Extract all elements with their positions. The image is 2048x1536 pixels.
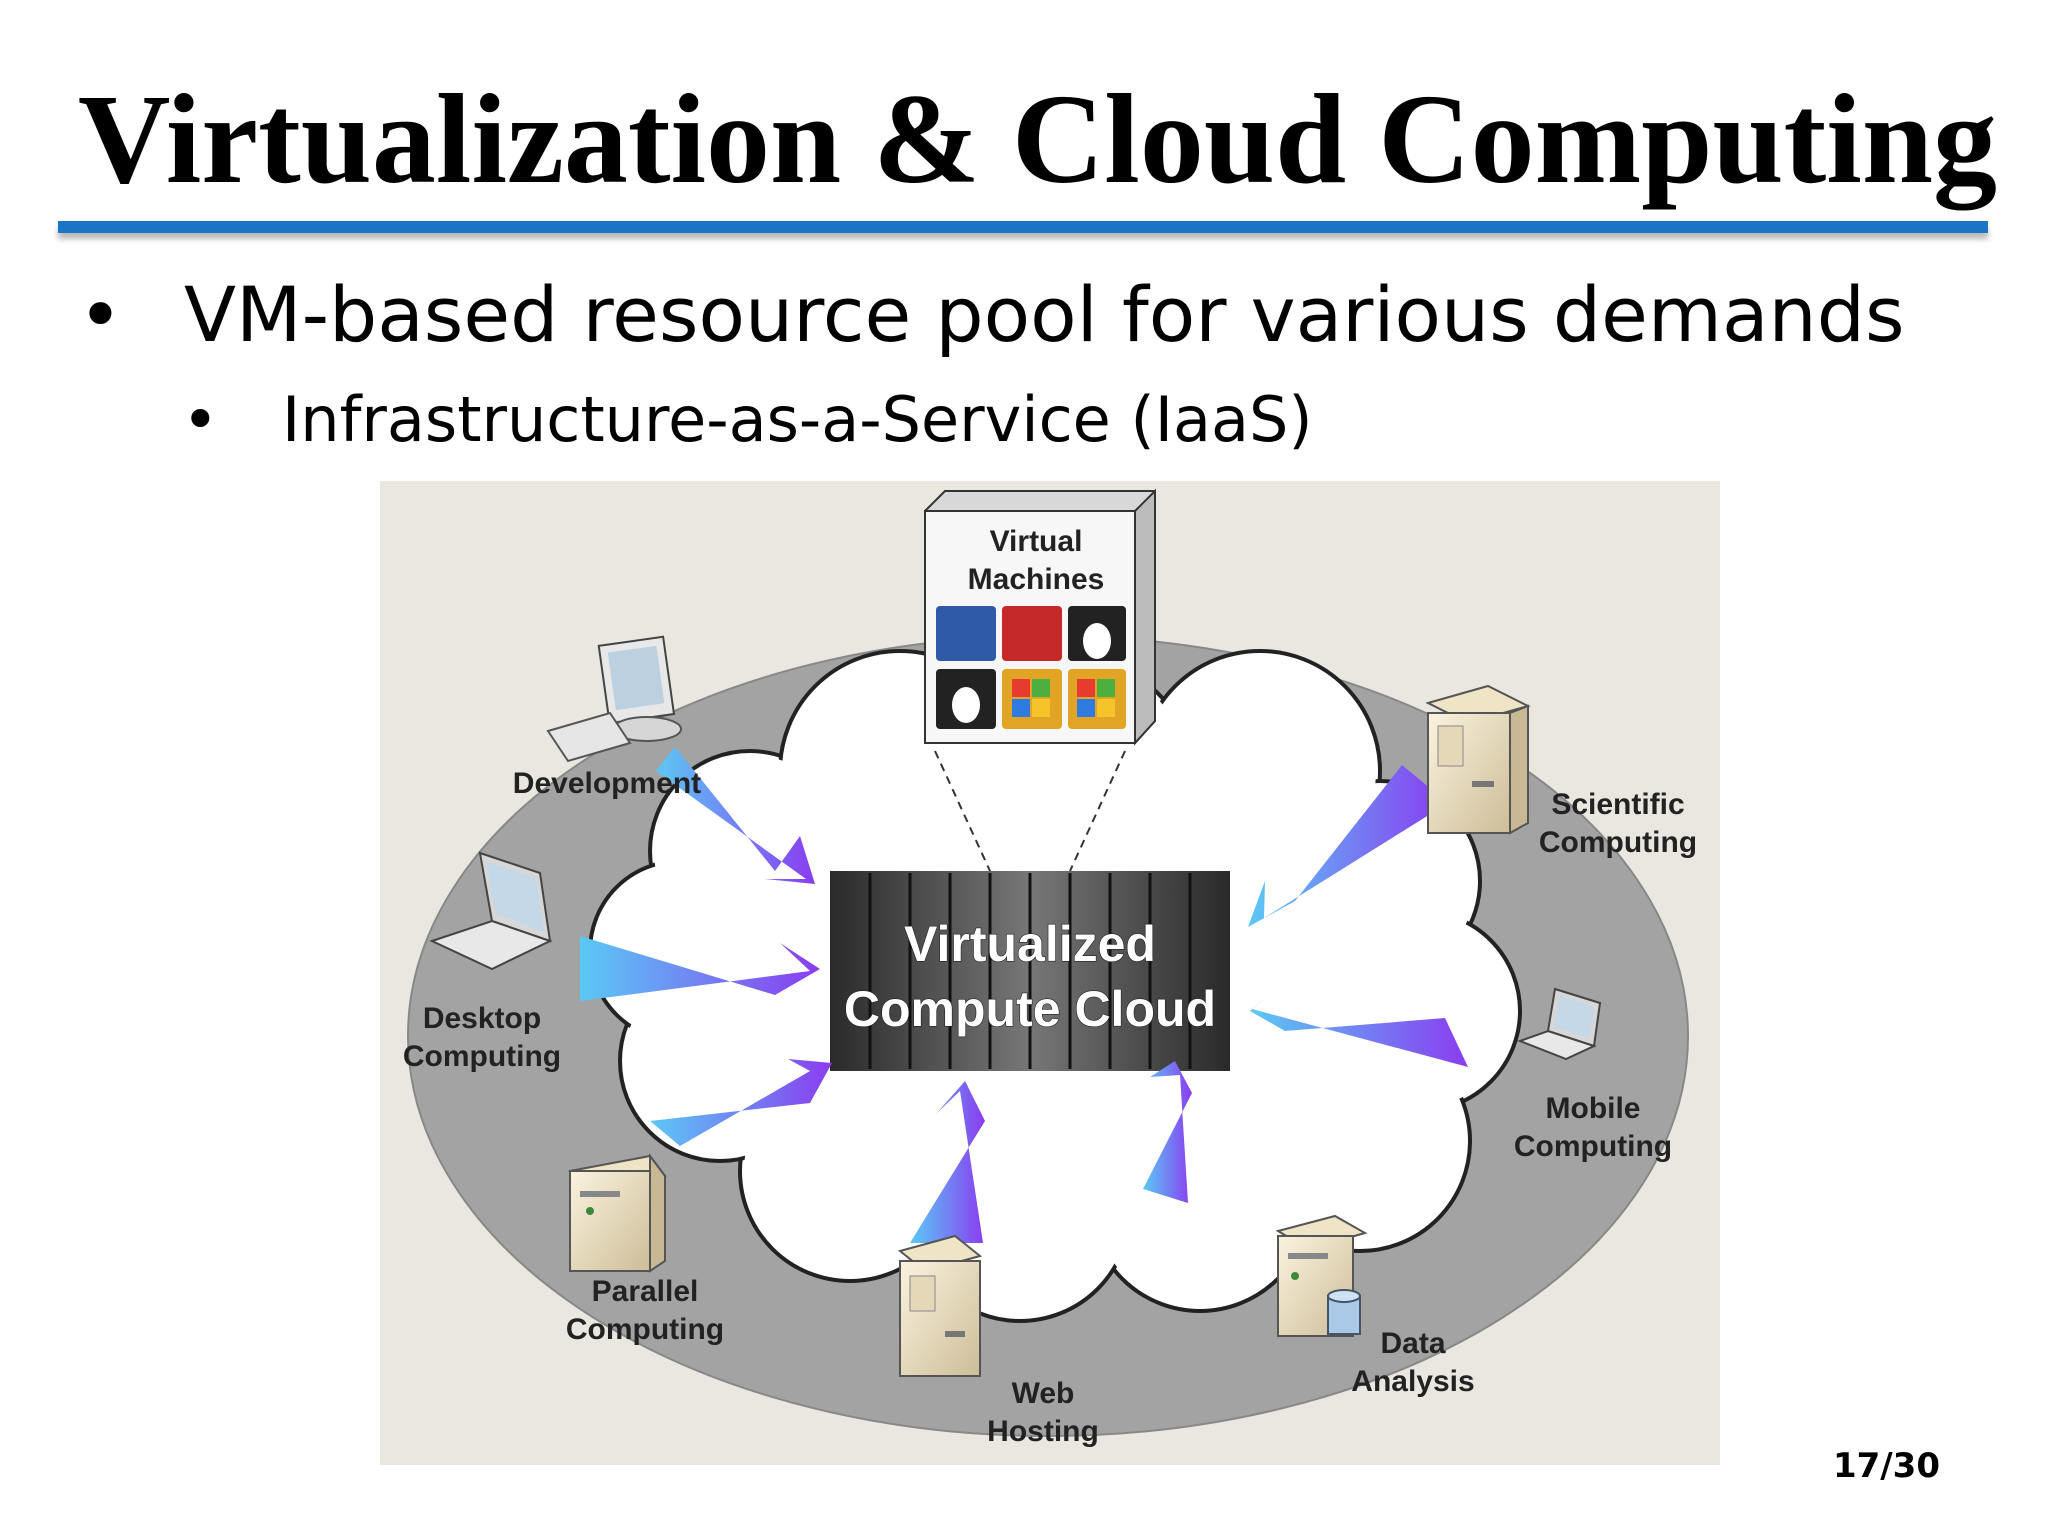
node-label-web-hosting-1: Web: [1012, 1377, 1075, 1410]
node-label-web-hosting-2: Hosting: [987, 1415, 1099, 1448]
arrows: [580, 747, 1468, 1243]
node-label-scientific-computing-2: Computing: [1539, 826, 1697, 859]
bullet-marker: •: [78, 270, 123, 359]
vm-box-label-line-1: Virtual: [990, 525, 1083, 558]
server-rack-icon: Virtualized Compute Cloud: [830, 871, 1230, 1071]
cloud-fill: [594, 655, 1516, 1317]
node-label-parallel-computing-1: Parallel: [592, 1275, 699, 1308]
bullet-text: Infrastructure-as-a-Service (IaaS): [282, 383, 1313, 456]
vm-os-icons: [936, 606, 1126, 729]
node-label-desktop-computing-1: Desktop: [423, 1002, 541, 1035]
arrow-from-parallel-computing: [650, 1059, 832, 1146]
node-label-parallel-computing-2: Computing: [566, 1313, 724, 1346]
arrow-from-desktop-computing: [580, 936, 820, 1001]
node-label-mobile-computing-2: Computing: [1514, 1130, 1672, 1163]
server-tower-icon: [1425, 684, 1531, 835]
center-label-line-1: Virtualized: [904, 916, 1156, 972]
title-underline: [58, 221, 1988, 233]
arrow-from-scientific-computing: [1248, 765, 1448, 927]
center-label-line-2: Compute Cloud: [844, 981, 1216, 1037]
node-label-data-analysis-2: Analysis: [1351, 1365, 1474, 1398]
node-label-desktop-computing-2: Computing: [403, 1040, 561, 1073]
desktop-computer-icon: [546, 635, 682, 763]
laptop-icon: [1517, 987, 1602, 1061]
bullet-text: VM-based resource pool for various deman…: [184, 270, 1905, 359]
cloud-diagram: Virtualized Compute Cloud Virtual Machin…: [380, 481, 1720, 1465]
database-server-icon: [1275, 1214, 1368, 1337]
node-label-scientific-computing-1: Scientific: [1551, 788, 1684, 821]
arrow-from-web-hosting: [910, 1081, 985, 1243]
vm-box-label-line-2: Machines: [968, 563, 1105, 596]
node-label-data-analysis-1: Data: [1380, 1327, 1445, 1360]
arrow-from-mobile-computing: [1250, 989, 1468, 1067]
slide-title: Virtualization & Cloud Computing: [78, 68, 1997, 210]
virtual-machines-box: Virtual Machines: [924, 488, 1156, 746]
node-label-development: Development: [513, 767, 701, 800]
node-label-mobile-computing-1: Mobile: [1546, 1092, 1641, 1125]
server-icon: [568, 1153, 667, 1273]
laptop-icon: [429, 851, 553, 971]
bullet-marker: •: [182, 383, 219, 456]
arrow-from-development: [656, 747, 815, 884]
server-tower-icon: [897, 1234, 983, 1377]
page-number: 17/30: [1832, 1446, 1940, 1486]
arrow-from-data-analysis: [1143, 1061, 1192, 1203]
